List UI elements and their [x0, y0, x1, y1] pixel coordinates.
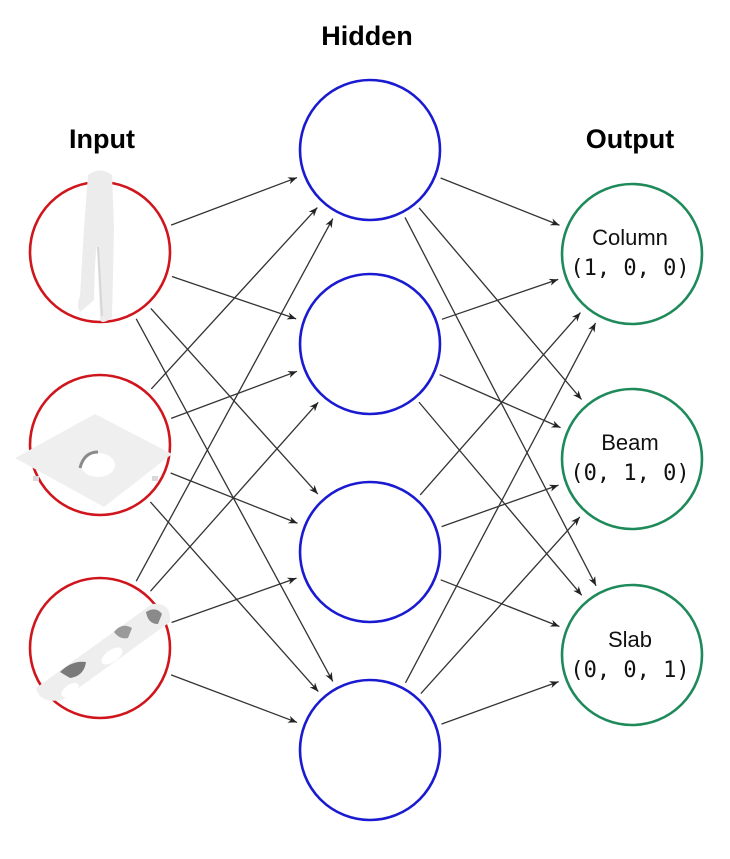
hidden-layer-title: Hidden — [321, 21, 413, 51]
edge-h1-to-out1 — [440, 177, 560, 226]
output-layer: Column (1, 0, 0) Beam (0, 1, 0) Slab (0,… — [560, 182, 704, 727]
edge-h4-to-out1 — [404, 322, 597, 684]
input-node-slab — [15, 373, 172, 517]
output-node-circle — [560, 583, 704, 727]
output-node-circle — [560, 387, 704, 531]
edge-h2-to-out3 — [418, 401, 583, 596]
input-layer — [15, 170, 172, 720]
output-label-beam: Beam — [601, 430, 658, 455]
output-label-slab: Slab — [608, 627, 652, 652]
hidden-node-4 — [298, 678, 442, 822]
edge-in3-to-h2 — [149, 401, 319, 592]
edge-in1-to-h4 — [135, 318, 334, 682]
input-node-column — [28, 170, 172, 324]
input-layer-title: Input — [69, 124, 135, 154]
output-node-column: Column (1, 0, 0) — [560, 182, 704, 326]
edge-h2-to-out2 — [439, 373, 561, 429]
edge-in2-to-h1 — [150, 207, 318, 390]
output-code-beam: (0, 1, 0) — [570, 461, 689, 486]
edge-h4-to-out2 — [420, 516, 581, 694]
column-shape-image — [78, 170, 114, 322]
output-label-column: Column — [592, 225, 668, 250]
slab-with-hole-image — [15, 414, 172, 507]
edge-in3-to-h3 — [171, 577, 297, 624]
output-node-beam: Beam (0, 1, 0) — [560, 387, 704, 531]
edge-h4-to-out3 — [441, 680, 559, 725]
edge-in2-to-h3 — [170, 472, 298, 524]
hidden-node-3 — [298, 480, 442, 624]
edge-h2-to-out1 — [441, 278, 559, 320]
beam-shape-image — [36, 603, 171, 701]
output-code-slab: (0, 0, 1) — [570, 658, 689, 683]
edge-h3-to-out2 — [441, 484, 559, 528]
hidden-layer — [298, 78, 442, 822]
edge-in2-to-h2 — [170, 370, 298, 419]
output-node-circle — [560, 182, 704, 326]
edge-in3-to-h1 — [135, 218, 334, 582]
hidden-node-1 — [298, 78, 442, 222]
edge-in3-to-h4 — [170, 674, 298, 724]
input-node-beam — [28, 576, 172, 720]
edges — [135, 176, 597, 725]
hidden-node-2 — [298, 272, 442, 416]
output-layer-title: Output — [586, 124, 674, 154]
output-code-column: (1, 0, 0) — [570, 256, 689, 281]
edge-h3-to-out1 — [419, 312, 581, 496]
output-node-slab: Slab (0, 0, 1) — [560, 583, 704, 727]
edge-h1-to-out2 — [418, 207, 583, 400]
edge-in1-to-h1 — [170, 176, 298, 226]
edge-in2-to-h4 — [149, 501, 319, 693]
edge-h3-to-out3 — [440, 579, 560, 628]
